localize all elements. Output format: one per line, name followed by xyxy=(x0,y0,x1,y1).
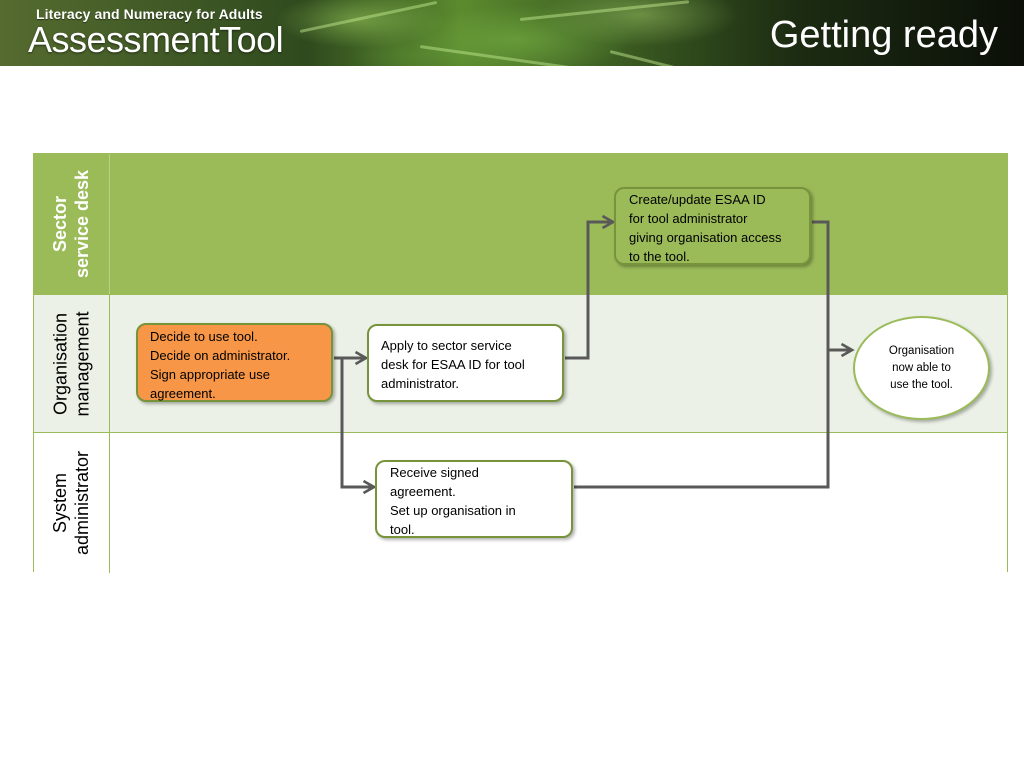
brand-subtitle: Literacy and Numeracy for Adults xyxy=(36,6,263,22)
step-receive-agreement: Receive signed agreement. Set up organis… xyxy=(375,460,573,538)
lane-sector-service-desk: Sector service desk xyxy=(34,154,1007,294)
step-apply-for-esaa-id: Apply to sector service desk for ESAA ID… xyxy=(367,324,564,402)
lane-label: System administrator xyxy=(50,450,93,556)
lane-label: Sector service desk xyxy=(50,169,93,279)
fern-decoration xyxy=(419,45,579,66)
lane-header: Organisation management xyxy=(34,295,110,432)
header-banner: Literacy and Numeracy for Adults Assessm… xyxy=(0,0,1024,66)
lane-header: System administrator xyxy=(34,433,110,573)
fern-decoration xyxy=(519,0,690,21)
lane-label: Organisation management xyxy=(50,310,93,417)
brand-logo-text: AssessmentTool xyxy=(28,19,284,60)
end-state-organisation-ready: Organisation now able to use the tool. xyxy=(853,316,990,420)
fern-decoration xyxy=(299,0,438,33)
slide-title: Getting ready xyxy=(769,14,998,56)
step-decide-to-use-tool: Decide to use tool. Decide on administra… xyxy=(136,323,333,402)
fern-decoration xyxy=(609,50,727,66)
step-create-esaa-id: Create/update ESAA ID for tool administr… xyxy=(614,187,811,265)
lane-header: Sector service desk xyxy=(34,154,110,294)
